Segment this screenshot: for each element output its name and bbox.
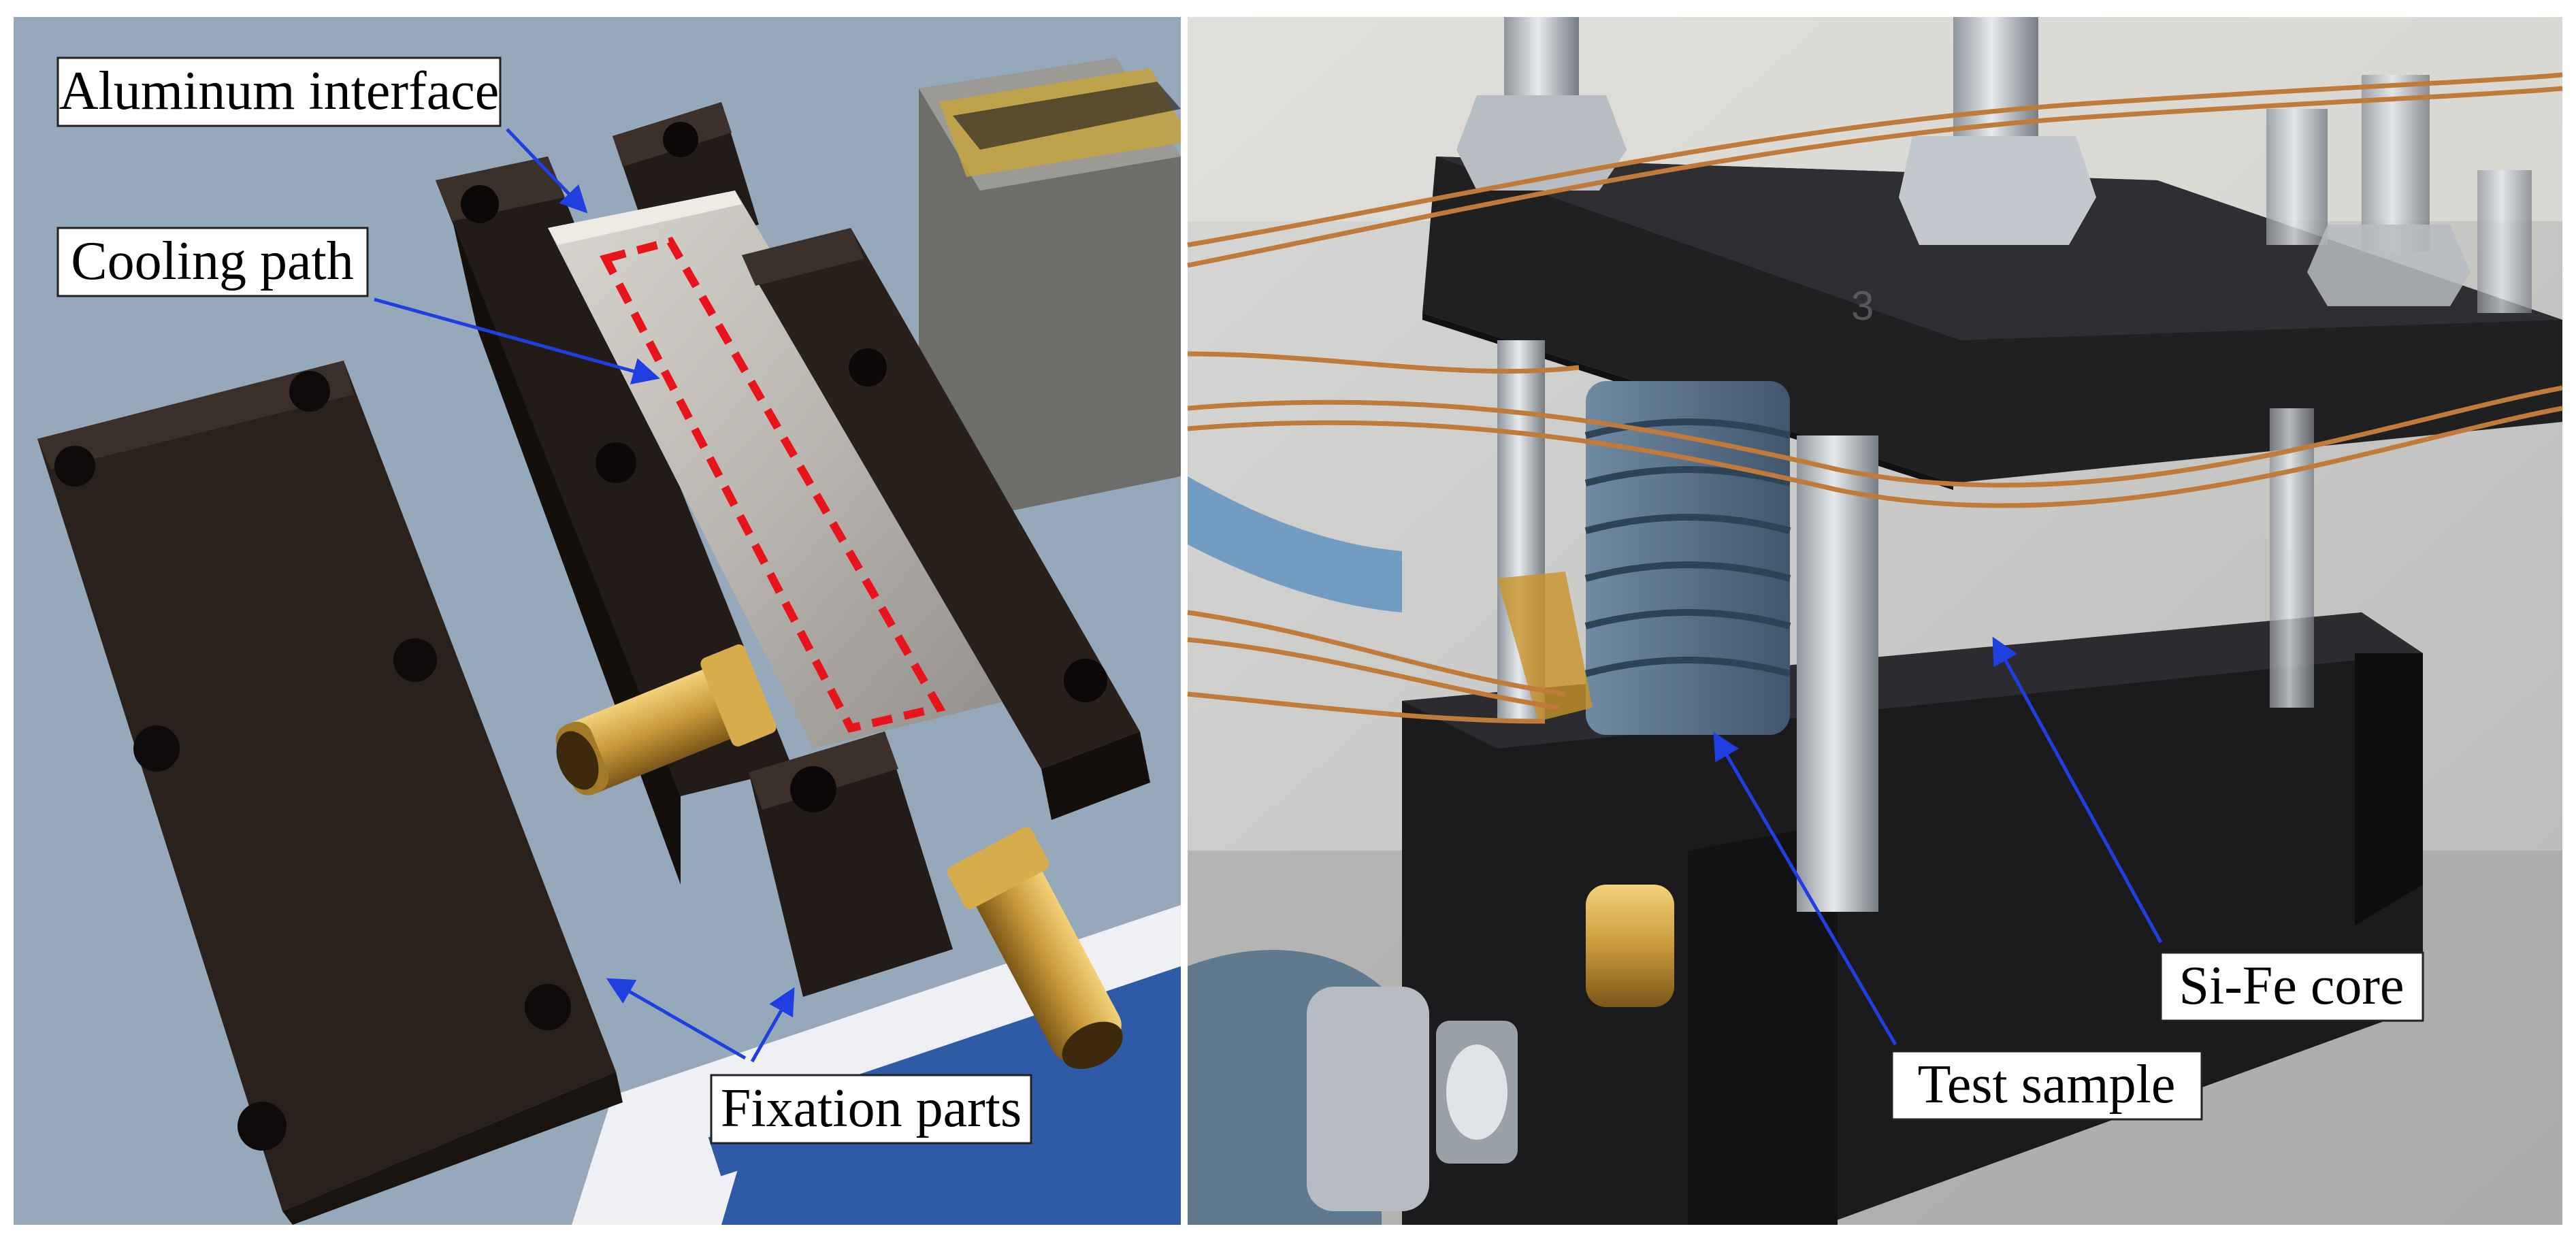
svg-text:3: 3 <box>1851 283 1874 329</box>
arrow-test-sample <box>1713 731 1897 1046</box>
hose-clamp <box>1188 885 1674 1225</box>
svg-text:Test sample: Test sample <box>1918 1055 2176 1115</box>
main-assembly <box>436 102 1150 997</box>
cooling-path-outline <box>600 237 946 733</box>
svg-text:Cooling path: Cooling path <box>71 231 354 291</box>
label-fixation-parts: Fixation parts <box>710 1074 1032 1145</box>
label-aluminum-interface: Aluminum interface <box>56 56 502 127</box>
label-cooling-path: Cooling path <box>56 227 369 297</box>
svg-text:Si-Fe core: Si-Fe core <box>2179 956 2404 1016</box>
arrow-si-fe-core <box>1992 636 2163 944</box>
vise-block <box>919 58 1181 517</box>
copper-wires <box>1187 72 2563 724</box>
bolts <box>1456 17 2532 912</box>
svg-text:Aluminum interface: Aluminum interface <box>59 61 499 121</box>
brass-fittings <box>555 644 1123 1070</box>
aluminum-interface <box>548 191 1034 749</box>
svg-text:Fixation parts: Fixation parts <box>721 1079 1022 1138</box>
left-fixation-plate <box>37 361 623 1225</box>
left-photo: GHENT UNIVERSITY <box>14 17 1181 1225</box>
arrow-fixation-parts-left <box>606 978 747 1060</box>
arrow-cooling-path <box>374 297 660 384</box>
label-si-fe-core: Si-Fe core <box>2159 951 2424 1022</box>
blue-hose <box>1188 476 1402 612</box>
arrow-fixation-parts-right <box>750 987 795 1063</box>
label-test-sample: Test sample <box>1891 1050 2203 1121</box>
arrow-aluminum-interface <box>506 128 588 214</box>
right-photo: 3 <box>1187 17 2563 1225</box>
